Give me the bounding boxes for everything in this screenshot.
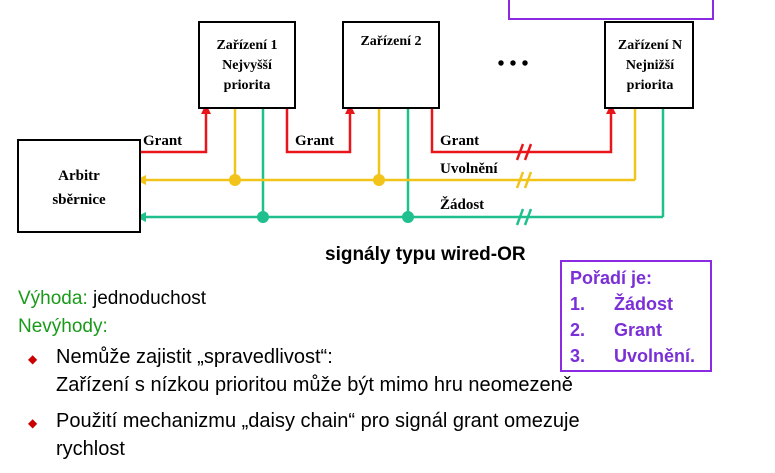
bullet-2-line-2: rychlost: [56, 438, 125, 460]
advantage-label: Výhoda:: [18, 288, 88, 309]
device-1-label-2: Nejvyšší: [222, 58, 273, 73]
grant-label-1: Grant: [143, 133, 182, 149]
request-junction-2: [402, 211, 414, 223]
arbiter-label-2: sběrnice: [52, 192, 106, 208]
bullet-diamond-icon: ◆: [28, 416, 38, 430]
release-lines: [140, 108, 637, 182]
order-item-3-num: 3.: [570, 346, 586, 366]
bullet-diamond-icon: ◆: [28, 352, 38, 366]
order-item-2-num: 2.: [570, 320, 586, 340]
device-1-label-3: priorita: [224, 78, 271, 93]
request-lines: [140, 108, 665, 219]
bullet-1-line-1: Nemůže zajistit „spravedlivost“:: [56, 346, 333, 368]
device-2-label: Zařízení 2: [360, 34, 421, 49]
release-junction-1: [229, 174, 241, 186]
order-item-2-text: Grant: [614, 320, 663, 340]
release-label: Uvolnění: [440, 161, 498, 177]
release-junction-2: [373, 174, 385, 186]
diagram-caption: signály typu wired-OR: [325, 244, 526, 265]
ellipsis: • • •: [497, 53, 528, 75]
order-item-1-text: Žádost: [614, 294, 674, 314]
grant-label-2: Grant: [295, 133, 334, 149]
device-1-box: [198, 21, 296, 109]
device-N-box: [604, 21, 694, 109]
order-item-3-text: Uvolnění.: [614, 346, 696, 366]
device-N-label-1: Zařízení N: [618, 38, 682, 53]
bullet-1-line-2: Zařízení s nízkou prioritou může být mim…: [56, 374, 573, 396]
device-1-label-1: Zařízení 1: [216, 38, 277, 53]
device-2-box: [342, 21, 440, 109]
grant-lines: [140, 108, 613, 154]
advantage-line: Výhoda: jednoduchost: [18, 288, 206, 310]
order-item-1-num: 1.: [570, 294, 586, 314]
request-label: Žádost: [440, 196, 484, 213]
bullet-2-line-1: Použití mechanizmu „daisy chain“ pro sig…: [56, 410, 580, 432]
break-marks: [515, 143, 533, 226]
device-N-label-3: priorita: [627, 78, 674, 93]
disadvantages-label: Nevýhody:: [18, 316, 108, 337]
request-junction-1: [257, 211, 269, 223]
partial-box-top: [508, 0, 714, 20]
arbiter-label-1: Arbitr: [58, 168, 100, 184]
advantage-value: jednoduchost: [93, 288, 207, 309]
device-N-label-2: Nejnižší: [626, 58, 675, 73]
bus-arbitration-diagram: Arbitr sběrnice Zařízení 1 Nejvyšší prio…: [17, 21, 694, 233]
order-title: Pořadí je:: [570, 268, 653, 288]
arbiter-box: [17, 139, 141, 233]
order-box: Pořadí je: 1. Žádost 2. Grant 3. Uvolněn…: [560, 260, 712, 372]
grant-label-3: Grant: [440, 133, 479, 149]
